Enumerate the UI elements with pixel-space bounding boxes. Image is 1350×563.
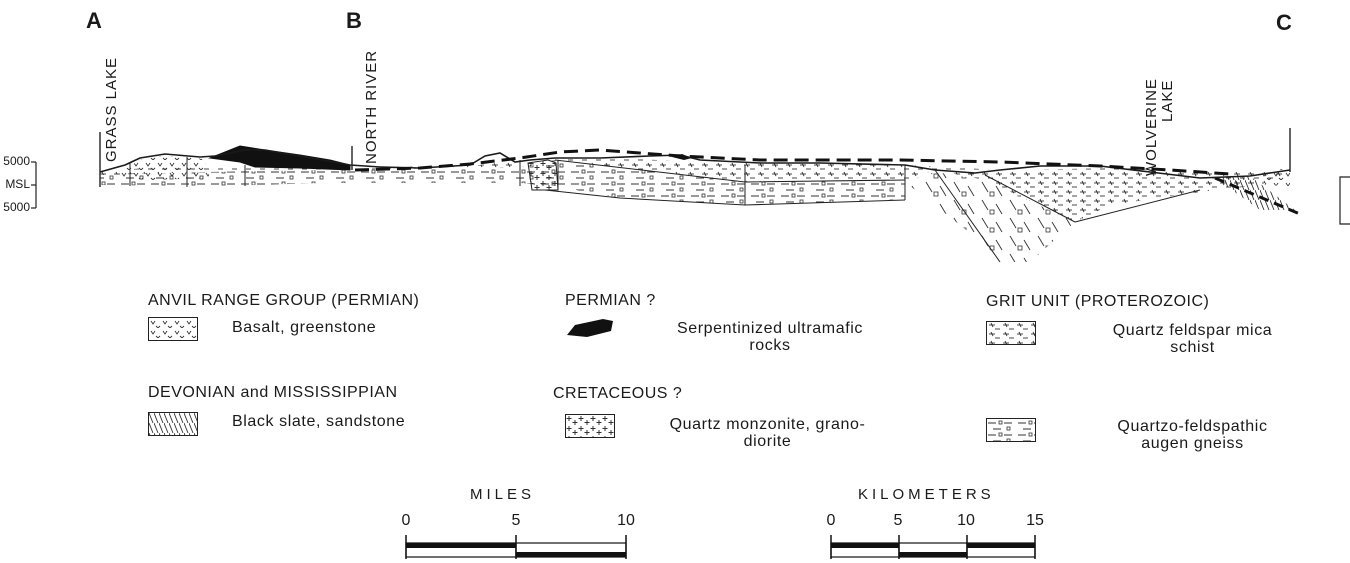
legend-desc-basalt: Basalt, greenstone — [232, 319, 376, 336]
point-letter-b: B — [346, 8, 362, 34]
swatch-serpentine — [565, 317, 615, 341]
legend-desc-monzonite-l2: diorite — [744, 433, 792, 450]
legend-desc-serpentine-l1: Serpentinized ultramafic — [677, 320, 863, 337]
legend-desc-serpentine-l2: rocks — [749, 337, 790, 354]
scale-km-bar — [825, 533, 1040, 563]
elev-label-bottom: 5000 — [0, 200, 30, 214]
scale-miles-tick-0: 0 — [391, 512, 421, 530]
legend-desc-gneiss-l1: Quartzo-feldspathic — [1117, 418, 1267, 435]
label-north-river: NORTH RIVER — [364, 50, 380, 164]
swatch-monzonite — [565, 414, 615, 438]
legend-desc-monzonite: Quartz monzonite, grano- diorite — [650, 416, 885, 450]
label-lake: LAKE — [1160, 80, 1176, 122]
swatch-slate — [148, 412, 198, 436]
legend-heading-grit: GRIT UNIT (PROTEROZOIC) — [986, 293, 1209, 311]
legend-heading-anvil: ANVIL RANGE GROUP (PERMIAN) — [148, 292, 419, 310]
label-grass-lake: GRASS LAKE — [104, 57, 120, 162]
serpentinite-body — [210, 146, 350, 170]
legend-heading-permian: PERMIAN ? — [565, 292, 656, 310]
elev-label-top: 5000 — [0, 154, 30, 168]
swatch-basalt — [148, 317, 198, 341]
legend-heading-cretaceous: CRETACEOUS ? — [553, 385, 682, 403]
legend-desc-gneiss-l2: augen gneiss — [1141, 435, 1243, 452]
legend-desc-monzonite-l1: Quartz monzonite, grano- — [670, 416, 866, 433]
scale-miles-title: MILES — [470, 486, 535, 503]
legend-heading-devonian: DEVONIAN and MISSISSIPPIAN — [148, 384, 398, 402]
scale-km-tick-0: 0 — [816, 512, 846, 530]
swatch-schist — [986, 321, 1036, 345]
scale-km-tick-10: 10 — [951, 512, 981, 530]
scale-miles-tick-5: 5 — [501, 512, 531, 530]
scale-km-tick-15: 15 — [1020, 512, 1050, 530]
point-letter-c: C — [1276, 10, 1292, 36]
scale-miles-tick-10: 10 — [611, 512, 641, 530]
legend-desc-serpentine: Serpentinized ultramafic rocks — [650, 320, 890, 354]
elev-label-msl: MSL — [0, 177, 30, 191]
scale-km-title: KILOMETERS — [858, 486, 995, 503]
basalt-west — [120, 156, 210, 180]
legend-desc-gneiss: Quartzo-feldspathic augen gneiss — [1070, 418, 1315, 452]
point-letter-a: A — [86, 8, 102, 34]
scale-km-tick-5: 5 — [883, 512, 913, 530]
scale-miles-bar — [400, 533, 630, 563]
label-wolverine: WOLVERINE — [1144, 78, 1160, 176]
legend-desc-schist-l2: schist — [1170, 339, 1215, 356]
monzonite-pluton — [528, 160, 558, 190]
legend-desc-schist-l1: Quartz feldspar mica — [1113, 322, 1273, 339]
legend-desc-slate: Black slate, sandstone — [232, 413, 405, 430]
swatch-gneiss — [986, 418, 1036, 442]
edge-bracket — [1340, 177, 1350, 224]
elevation-axis — [31, 162, 36, 208]
legend-desc-schist: Quartz feldspar mica schist — [1070, 322, 1315, 356]
